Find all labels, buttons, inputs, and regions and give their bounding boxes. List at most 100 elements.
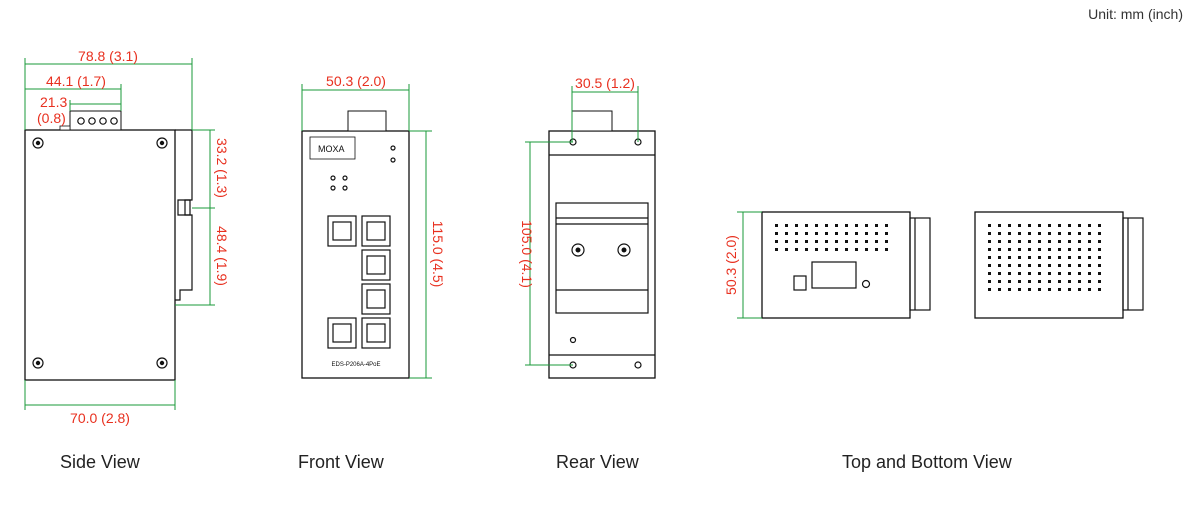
dim-side-body-depth: 70.0 (2.8) (70, 410, 130, 426)
vent-hole (1008, 224, 1011, 227)
dim-side-terminal-width-a: 21.3 (40, 94, 67, 110)
side-view-drawing: 78.8 (3.1) 44.1 (1.7) 21.3 (0.8) 33.2 (1… (24, 48, 230, 426)
caption-top-bottom-view: Top and Bottom View (842, 452, 1012, 472)
vent-hole (795, 240, 798, 243)
front-dimension-lines (301, 84, 432, 379)
vent-hole (1078, 232, 1081, 235)
vent-hole (815, 232, 818, 235)
vent-hole (1018, 248, 1021, 251)
vent-hole (875, 248, 878, 251)
vent-hole (795, 248, 798, 251)
vent-hole (1058, 240, 1061, 243)
vent-hole (1088, 224, 1091, 227)
vent-hole (865, 232, 868, 235)
vent-hole (855, 224, 858, 227)
vent-hole (1078, 288, 1081, 291)
vent-hole (855, 232, 858, 235)
vent-hole (1008, 240, 1011, 243)
front-brand-logo: MOXA (318, 144, 345, 154)
vent-hole (1058, 280, 1061, 283)
vent-hole (785, 232, 788, 235)
vent-hole (1078, 224, 1081, 227)
vent-hole (815, 248, 818, 251)
unit-label: Unit: mm (inch) (1088, 6, 1183, 22)
vent-hole (885, 240, 888, 243)
vent-hole (1028, 256, 1031, 259)
top-terminal-block (811, 261, 857, 289)
dim-rear-clip-width: 30.5 (1.2) (575, 75, 635, 91)
rear-dimension-lines (525, 86, 639, 366)
rear-view-drawing: 30.5 (1.2) 105.0 (4.1) (519, 75, 656, 379)
vent-hole (875, 224, 878, 227)
top-dimension-lines (737, 211, 762, 319)
vent-hole (1048, 232, 1051, 235)
vent-hole (805, 224, 808, 227)
vent-hole (1048, 256, 1051, 259)
vent-hole (825, 224, 828, 227)
vent-hole (825, 240, 828, 243)
vent-hole (845, 232, 848, 235)
vent-hole (815, 224, 818, 227)
vent-hole (885, 232, 888, 235)
vent-hole (1028, 264, 1031, 267)
vent-hole (1058, 224, 1061, 227)
vent-hole (775, 240, 778, 243)
vent-hole (988, 232, 991, 235)
vent-hole (885, 248, 888, 251)
vent-hole (865, 224, 868, 227)
vent-hole (1098, 280, 1101, 283)
vent-hole (865, 248, 868, 251)
vent-hole (1068, 264, 1071, 267)
vent-hole (1088, 256, 1091, 259)
vent-hole (1028, 288, 1031, 291)
vent-hole (1098, 264, 1101, 267)
dim-side-rail-upper: 33.2 (1.3) (214, 138, 230, 198)
dim-side-rail-height: 48.4 (1.9) (214, 226, 230, 286)
vent-hole (1008, 232, 1011, 235)
vent-hole (1098, 272, 1101, 275)
vent-hole (785, 240, 788, 243)
vent-hole (1008, 256, 1011, 259)
vent-hole (1038, 224, 1041, 227)
vent-hole (1058, 248, 1061, 251)
vent-hole (998, 288, 1001, 291)
vent-hole (1068, 272, 1071, 275)
vent-hole (1018, 264, 1021, 267)
vent-hole (1078, 248, 1081, 251)
vent-hole (1098, 240, 1101, 243)
front-leds (330, 145, 396, 191)
vent-hole (988, 288, 991, 291)
vent-hole (1088, 232, 1091, 235)
vent-hole (1078, 272, 1081, 275)
vent-hole (775, 232, 778, 235)
vent-hole (1038, 280, 1041, 283)
vent-hole (1038, 240, 1041, 243)
vent-hole (1068, 288, 1071, 291)
vent-hole (998, 240, 1001, 243)
vent-hole (1038, 256, 1041, 259)
vent-hole (1058, 232, 1061, 235)
vent-hole (1088, 288, 1091, 291)
vent-hole (1038, 264, 1041, 267)
vent-hole (815, 240, 818, 243)
vent-hole (1088, 280, 1091, 283)
vent-hole (988, 272, 991, 275)
side-screws (32, 137, 168, 369)
vent-hole (1068, 240, 1071, 243)
vent-hole (988, 224, 991, 227)
vent-hole (875, 232, 878, 235)
vent-hole (1008, 288, 1011, 291)
vent-hole (1078, 240, 1081, 243)
vent-hole (835, 224, 838, 227)
vent-hole (988, 240, 991, 243)
vent-hole (1058, 264, 1061, 267)
dim-side-overall-depth: 78.8 (3.1) (78, 48, 138, 64)
vent-hole (805, 240, 808, 243)
vent-hole (1048, 280, 1051, 283)
vent-hole (1018, 288, 1021, 291)
caption-side-view: Side View (60, 452, 140, 472)
vent-hole (865, 240, 868, 243)
vent-hole (1028, 248, 1031, 251)
vent-hole (845, 248, 848, 251)
front-terminal-block (347, 110, 387, 132)
